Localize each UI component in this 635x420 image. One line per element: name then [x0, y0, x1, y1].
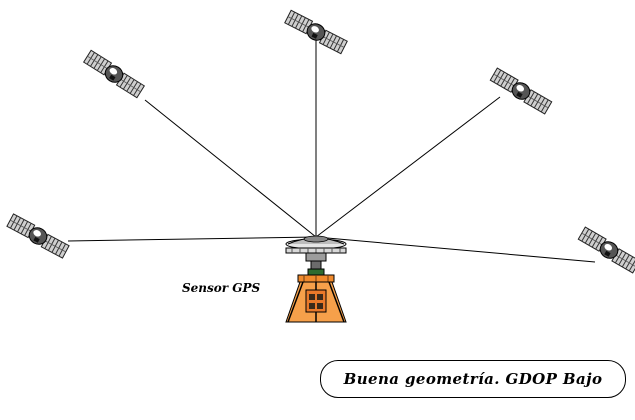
- line-upper-right: [315, 96, 501, 238]
- geometry-caption: Buena geometría. GDOP Bajo: [320, 360, 626, 398]
- sensor-label: Sensor GPS: [182, 281, 261, 295]
- satellite-upper-right: [488, 67, 554, 115]
- gps-sensor-icon: [285, 235, 347, 323]
- satellite-right: [576, 226, 635, 274]
- line-right: [315, 236, 596, 263]
- satellite-left: [5, 213, 71, 259]
- line-left: [67, 236, 317, 242]
- satellite-upper-left: [82, 49, 146, 99]
- lines-of-sight: [67, 40, 596, 263]
- line-upper-left: [144, 99, 317, 238]
